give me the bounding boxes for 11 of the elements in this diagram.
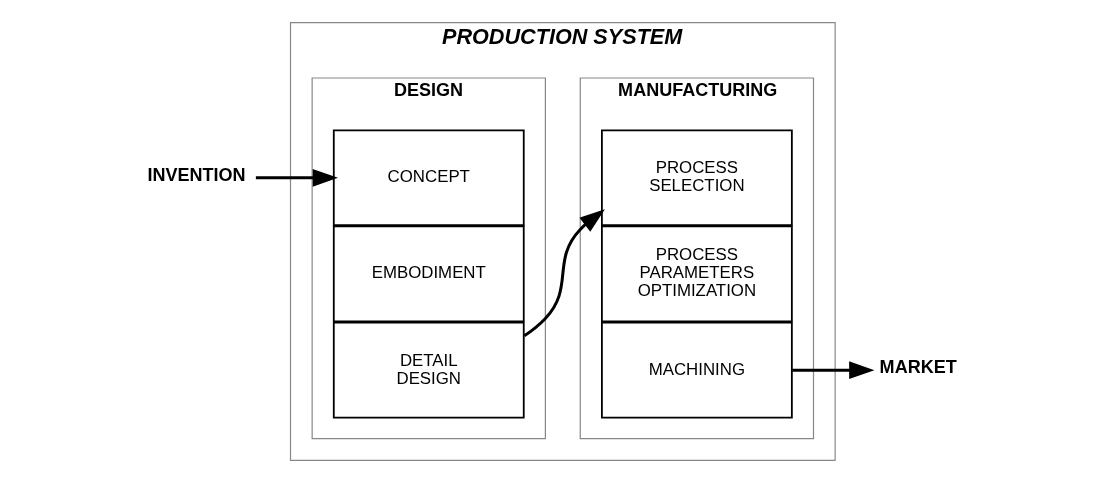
node-box: EMBODIMENT	[332, 225, 525, 323]
node-text: MARKET	[879, 357, 957, 378]
node-box: PROCESS PARAMETERS OPTIMIZATION	[601, 225, 793, 323]
node-box: DETAIL DESIGN	[332, 321, 525, 419]
node-box: CONCEPT	[332, 129, 525, 227]
arrow	[523, 209, 605, 338]
node-text: INVENTION	[147, 164, 246, 185]
node-box: MACHINING	[601, 321, 793, 419]
node-box: PROCESS SELECTION	[601, 129, 793, 227]
arrow	[792, 361, 875, 379]
arrow	[255, 168, 338, 187]
